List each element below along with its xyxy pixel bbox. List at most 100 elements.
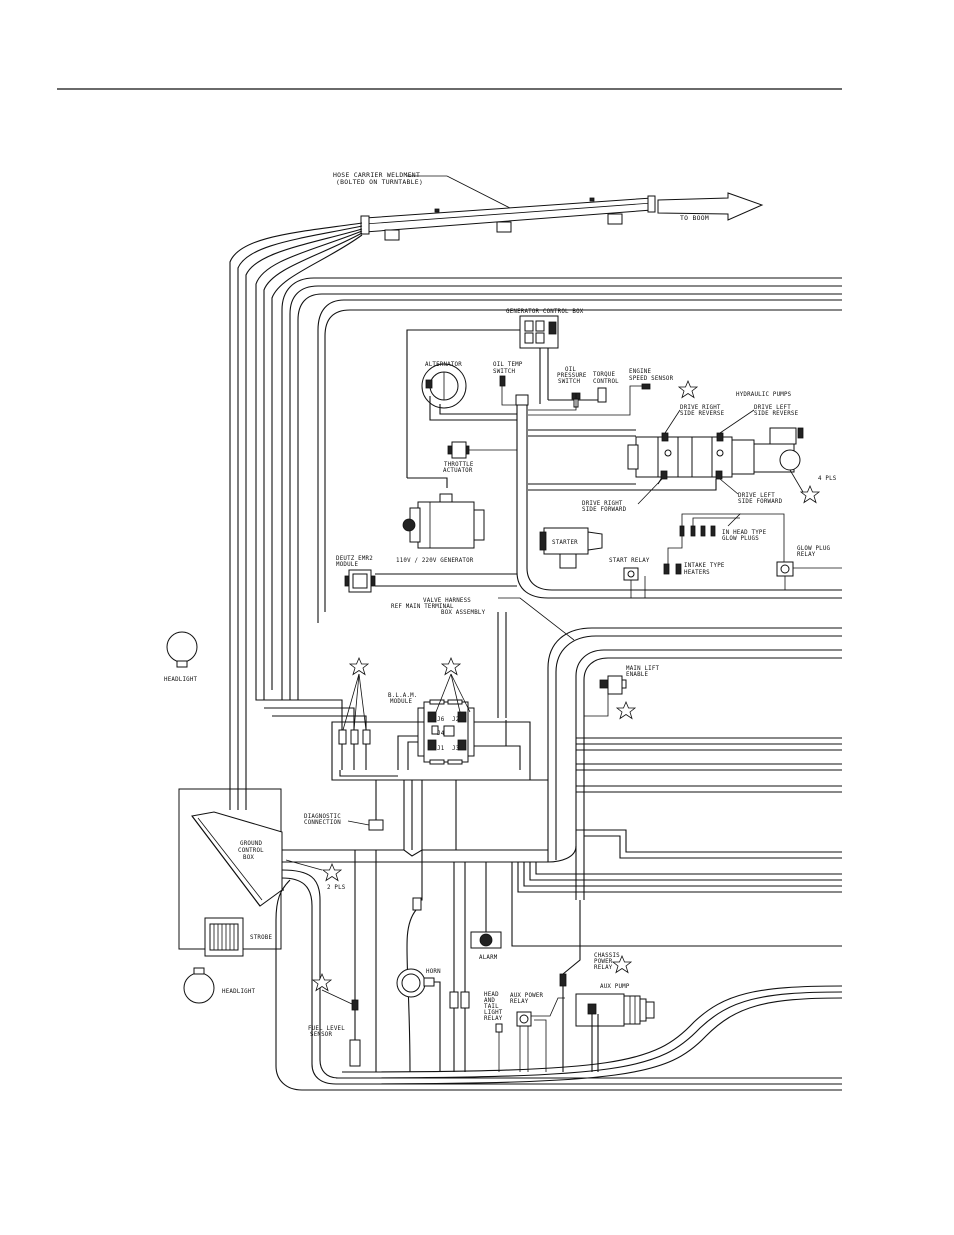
drive-left-rev-label-2: SIDE REVERSE xyxy=(754,411,799,417)
valve-harness-label-2: REF MAIN TERMINAL xyxy=(391,604,454,610)
intake-type-heaters xyxy=(663,563,682,575)
blam-label-2: MODULE xyxy=(390,699,412,705)
hydraulic-pumps-label: HYDRAULIC PUMPS xyxy=(736,392,792,398)
start-relay xyxy=(623,567,639,581)
chassis-label-1: CHASSIS xyxy=(594,953,620,959)
aux-power-relay xyxy=(516,1011,532,1027)
drive-left-rev-label-1: DRIVE LEFT xyxy=(754,405,791,411)
aux-power-label-1: AUX POWER xyxy=(510,993,544,999)
hose-carrier-sublabel: (BOLTED ON TURNTABLE) xyxy=(336,178,423,186)
main-lift-label-1: MAIN LIFT xyxy=(626,666,660,672)
horn-label: HORN xyxy=(426,969,441,975)
aux-pump-label: AUX PUMP xyxy=(600,984,630,990)
chassis-power-relay xyxy=(559,946,581,1072)
engine-speed-label-2: SPEED SENSOR xyxy=(629,376,674,382)
hose-carrier-label: HOSE CARRIER WELDMENT xyxy=(333,171,420,179)
harness-upper-bundle xyxy=(281,277,842,700)
torque-control-label-1: TORQUE xyxy=(593,372,615,378)
gcb-label-2: CONTROL xyxy=(238,848,264,854)
harness-left-trunk xyxy=(229,222,363,810)
glow-plug-label-2: RELAY xyxy=(797,552,816,558)
head-tail-label-3: TAIL xyxy=(484,1004,499,1010)
two-pls-label: 2 PLS xyxy=(327,885,346,891)
gcb-label-1: GROUND xyxy=(240,841,262,847)
blam-star xyxy=(440,656,462,676)
blam-j1-label: J1 xyxy=(437,746,445,752)
oil-temp-label-2: SWITCH xyxy=(493,369,515,375)
fuel-level-label-2: SENSOR xyxy=(310,1032,332,1038)
blam-j2-label: J2 xyxy=(452,717,459,723)
head-tail-label-4: LIGHT xyxy=(484,1010,503,1016)
headlight-top-label: HEADLIGHT xyxy=(164,677,198,683)
oil-temp-label-1: OIL TEMP xyxy=(493,362,523,368)
harness-valve-loop xyxy=(547,627,842,870)
blam-module xyxy=(417,699,475,765)
chassis-label-3: RELAY xyxy=(594,965,613,971)
fuel-level-sensor xyxy=(349,850,361,1067)
headlight-bottom xyxy=(183,967,215,1004)
intake-label-2: HEATERS xyxy=(684,570,710,576)
start-relay-label: START RELAY xyxy=(609,558,650,564)
engine-speed-sensor xyxy=(641,383,651,390)
engine-speed-label-1: ENGINE xyxy=(629,369,651,375)
starter-label: STARTER xyxy=(552,540,578,546)
deutz-emr2-module xyxy=(344,569,376,593)
in-head-glow-plugs xyxy=(679,513,785,566)
head-tail-label-2: AND xyxy=(484,998,495,1004)
diagnostic-label-1: DIAGNOSTIC xyxy=(304,814,341,820)
harness-blam-loop xyxy=(331,612,548,850)
aux-pump xyxy=(575,993,655,1027)
intake-label-1: INTAKE TYPE xyxy=(684,563,725,569)
main-lift-enable xyxy=(599,675,627,695)
main-lift-star xyxy=(615,700,637,720)
main-lift-label-2: ENABLE xyxy=(626,672,648,678)
torque-control xyxy=(597,387,607,403)
alarm xyxy=(470,931,502,949)
hose-carrier-weldment xyxy=(360,195,656,241)
harness-gcb-trunk xyxy=(275,845,842,1091)
diagnostic-connection xyxy=(368,819,384,831)
blam-label-1: B.L.A.M. xyxy=(388,693,418,699)
drive-left-fwd-label-1: DRIVE LEFT xyxy=(738,493,775,499)
valve-harness-label-1: VALVE HARNESS xyxy=(423,598,471,604)
head-tail-label-5: RELAY xyxy=(484,1016,503,1022)
head-tail-light-relay xyxy=(449,862,470,1072)
chassis-relay-star xyxy=(611,954,633,974)
harness-engine-loop xyxy=(406,329,842,599)
to-boom-label: TO BOOM xyxy=(680,214,709,222)
blam-j6-label: J6 xyxy=(437,717,445,723)
hydraulic-pumps xyxy=(627,427,804,480)
alternator-label: ALTERNATOR xyxy=(425,362,462,368)
headlight-bottom-label: HEADLIGHT xyxy=(222,989,256,995)
deutz-label-2: MODULE xyxy=(336,562,358,568)
gcb-star xyxy=(321,862,343,882)
drive-right-rev-label-1: DRIVE RIGHT xyxy=(680,405,721,411)
valve-harness-label-3: BOX ASSEMBLY xyxy=(441,610,486,616)
generator-110v-220v xyxy=(402,493,485,549)
head-tail-relay-box xyxy=(495,1023,503,1033)
hose-carrier-leader xyxy=(446,175,511,209)
deutz-label-1: DEUTZ EMR2 xyxy=(336,556,373,562)
oil-pressure-label-2: PRESSURE xyxy=(557,373,587,379)
throttle-label-2: ACTUATOR xyxy=(443,468,473,474)
generator-label: 110V / 220V GENERATOR xyxy=(396,558,474,564)
harness-right-lower xyxy=(335,862,843,1085)
blam-j4-label: J4 xyxy=(437,731,445,737)
throttle-actuator xyxy=(447,441,470,459)
in-head-label-1: IN HEAD TYPE xyxy=(722,530,767,536)
gcb-label-3: BOX xyxy=(243,855,254,861)
head-tail-label-1: HEAD xyxy=(484,992,499,998)
strobe-label: STROBE xyxy=(250,935,272,941)
drive-right-rev-label-2: SIDE REVERSE xyxy=(680,411,725,417)
aux-power-label-2: RELAY xyxy=(510,999,529,1005)
generator-control-box xyxy=(519,315,559,349)
oil-pressure-label-1: OIL xyxy=(565,367,576,373)
engine-speed-star xyxy=(677,379,699,399)
drive-left-fwd-label-2: SIDE FORWARD xyxy=(738,499,783,505)
sensor-star-left xyxy=(348,656,370,676)
strobe xyxy=(204,917,244,957)
four-pls-label: 4 PLS xyxy=(818,476,837,482)
generator-control-box-label: GENERATOR CONTROL BOX xyxy=(506,309,584,315)
